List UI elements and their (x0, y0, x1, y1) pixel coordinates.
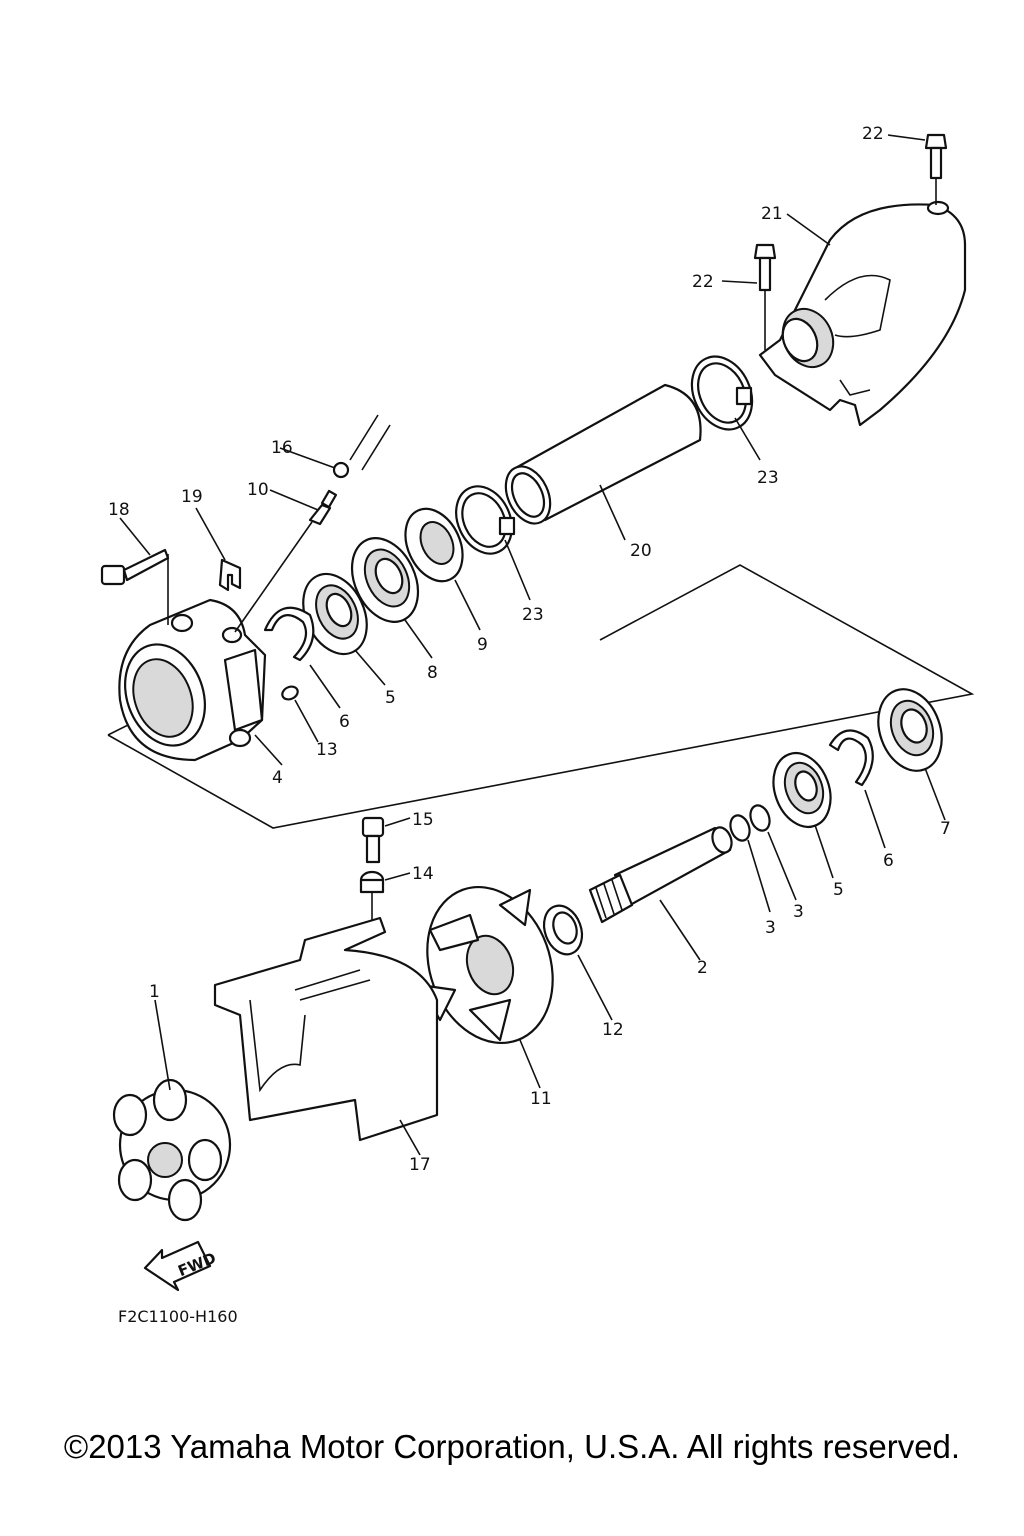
callout-12: 12 (602, 1020, 624, 1040)
fwd-arrow-icon: FWD (143, 1240, 219, 1292)
callout-3-a: 3 (765, 918, 776, 938)
callout-8: 8 (427, 663, 438, 683)
leader-lines (119, 134, 946, 1156)
part-6-circlip-upper (263, 606, 315, 662)
callout-22-upper: 22 (862, 124, 884, 144)
part-1-coupler (112, 1078, 232, 1222)
callout-15: 15 (412, 810, 434, 830)
callout-3-b: 3 (793, 902, 804, 922)
part-10-fitting (234, 489, 338, 633)
copyright-notice: ©2013 Yamaha Motor Corporation, U.S.A. A… (63, 1428, 961, 1465)
part-12-spacer (542, 904, 584, 956)
callout-23-upper: 23 (757, 468, 779, 488)
callout-6-upper: 6 (339, 712, 350, 732)
part-9-seal (404, 507, 464, 583)
part-16-hose-clip (332, 414, 391, 479)
callout-21: 21 (761, 204, 783, 224)
part-21-nozzle-housing (758, 200, 967, 427)
part-19-clip (218, 558, 242, 592)
callout-14: 14 (412, 864, 434, 884)
callout-labels: 22 21 22 23 20 23 9 8 5 6 13 4 16 10 18 … (108, 124, 951, 1175)
callout-19: 19 (181, 487, 203, 507)
part-14-collar (359, 870, 385, 920)
callout-9: 9 (477, 635, 488, 655)
part-3-o-ring-b (749, 804, 771, 832)
diagram-code: F2C1100-H160 (118, 1307, 238, 1326)
callout-4: 4 (272, 768, 283, 788)
callout-5-lower: 5 (833, 880, 844, 900)
part-17-cover (213, 916, 439, 1142)
part-5-bearing-lower (772, 752, 832, 828)
callout-13: 13 (316, 740, 338, 760)
callout-17: 17 (409, 1155, 431, 1175)
callout-16: 16 (271, 438, 293, 458)
part-23-clamp-lower (455, 485, 516, 555)
callout-11: 11 (530, 1089, 552, 1109)
part-2-impeller-shaft (588, 826, 733, 924)
part-23-clamp-upper (690, 355, 754, 431)
callout-20: 20 (630, 541, 652, 561)
part-15-bolt (361, 816, 385, 864)
callout-18: 18 (108, 500, 130, 520)
part-13-pin (281, 685, 299, 701)
callout-2: 2 (697, 958, 708, 978)
part-5-bearing-upper (302, 572, 368, 656)
assembly-frame (107, 564, 975, 829)
callout-1: 1 (149, 982, 160, 1002)
part-18-bolt (100, 548, 170, 625)
callout-22-lower: 22 (692, 272, 714, 292)
callout-23-lower: 23 (522, 605, 544, 625)
part-22-bolt-lower (753, 243, 777, 350)
part-6-circlip-lower (828, 729, 874, 787)
callout-5-upper: 5 (385, 688, 396, 708)
callout-7: 7 (940, 819, 951, 839)
callout-10: 10 (247, 480, 269, 500)
part-4-pump-housing (118, 598, 267, 762)
part-22-bolt-upper (924, 133, 948, 205)
part-8-bearing (350, 537, 420, 623)
part-20-hose (504, 383, 702, 525)
part-3-o-ring-a (729, 814, 751, 842)
callout-6-lower: 6 (883, 851, 894, 871)
part-7-bearing (877, 688, 943, 772)
